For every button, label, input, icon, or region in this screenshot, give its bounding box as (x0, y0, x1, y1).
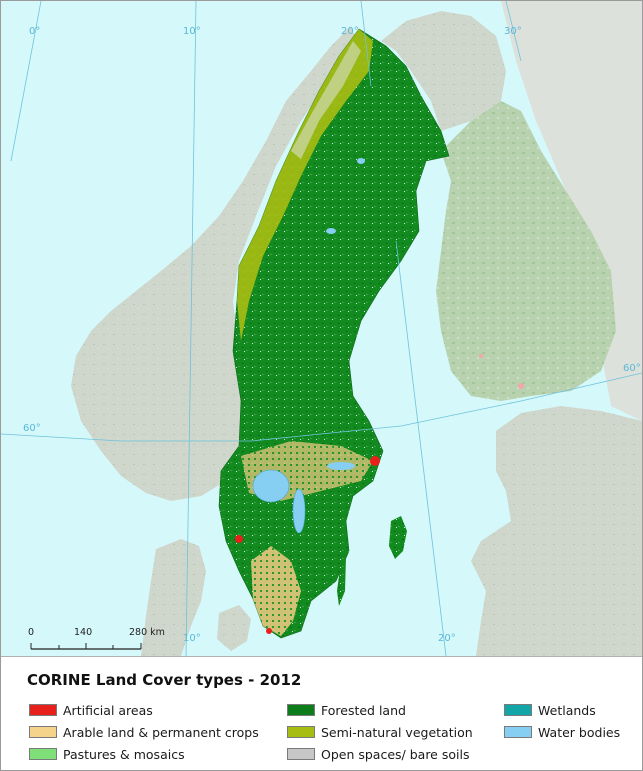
lake-north-2 (357, 158, 365, 164)
legend-label: Artificial areas (63, 702, 153, 718)
legend-item-artificial: Artificial areas (29, 702, 153, 718)
legend-item-forested: Forested land (287, 702, 406, 718)
artificial-finland-2 (479, 354, 483, 358)
legend-swatch (29, 748, 57, 760)
semi-natural-mountain-strip (237, 29, 373, 341)
lake-north (326, 228, 336, 234)
legend-swatch (287, 748, 315, 760)
legend-swatch (287, 704, 315, 716)
longitude-label-10-bottom: 10° (183, 633, 201, 644)
legend-title: CORINE Land Cover types - 2012 (27, 671, 302, 689)
legend-item-pastures: Pastures & mosaics (29, 746, 185, 762)
artificial-malmo (266, 628, 272, 634)
oland-island (337, 557, 346, 606)
lake-malaren (327, 462, 355, 470)
legend-swatch (504, 726, 532, 738)
legend-label: Pastures & mosaics (63, 746, 185, 762)
legend-item-arable: Arable land & permanent crops (29, 724, 259, 740)
legend-item-semi-natural: Semi-natural vegetation (287, 724, 473, 740)
baltic-states-land (471, 406, 642, 656)
gotland-island (389, 516, 407, 559)
scale-label-280: 280 km (129, 627, 165, 638)
graticule (1, 1, 642, 656)
legend-item-open-spaces: Open spaces/ bare soils (287, 746, 469, 762)
scale-label-140: 140 (74, 627, 93, 638)
scale-bar-line (30, 643, 142, 650)
latitude-label-60-right: 60° (623, 363, 641, 374)
northern-finland-land (381, 11, 506, 131)
legend-swatch (29, 726, 57, 738)
legend-label: Arable land & permanent crops (63, 724, 259, 740)
scale-label-0: 0 (28, 627, 35, 638)
lake-vanern (252, 469, 290, 503)
artificial-finland-1 (518, 383, 524, 389)
scale-bar: 0 140 280 km (21, 627, 181, 657)
open-spaces-strip (291, 41, 361, 159)
artificial-stockholm (370, 456, 380, 466)
finland-land (436, 101, 616, 401)
land-cover-map (1, 1, 642, 656)
legend-item-wetlands: Wetlands (504, 702, 596, 718)
legend-swatch (504, 704, 532, 716)
legend-label: Forested land (321, 702, 406, 718)
longitude-label-10: 10° (183, 26, 201, 37)
zealand-land (217, 605, 251, 651)
lake-vattern (292, 488, 306, 534)
legend: CORINE Land Cover types - 2012 Artificia… (1, 656, 642, 770)
legend-swatch (287, 726, 315, 738)
denmark-land (141, 539, 206, 656)
legend-label: Semi-natural vegetation (321, 724, 473, 740)
longitude-label-20-bottom: 20° (438, 633, 456, 644)
arable-south (251, 546, 301, 636)
legend-label: Open spaces/ bare soils (321, 746, 470, 762)
artificial-gothenburg (235, 535, 243, 543)
legend-label: Water bodies (538, 724, 621, 740)
longitude-label-0: 0° (29, 26, 41, 37)
legend-label: Wetlands (538, 702, 596, 718)
norway-land (71, 26, 359, 501)
longitude-label-30: 30° (504, 26, 522, 37)
legend-swatch (29, 704, 57, 716)
longitude-label-20: 20° (341, 26, 359, 37)
latitude-label-60-left: 60° (23, 423, 41, 434)
legend-item-water: Water bodies (504, 724, 620, 740)
